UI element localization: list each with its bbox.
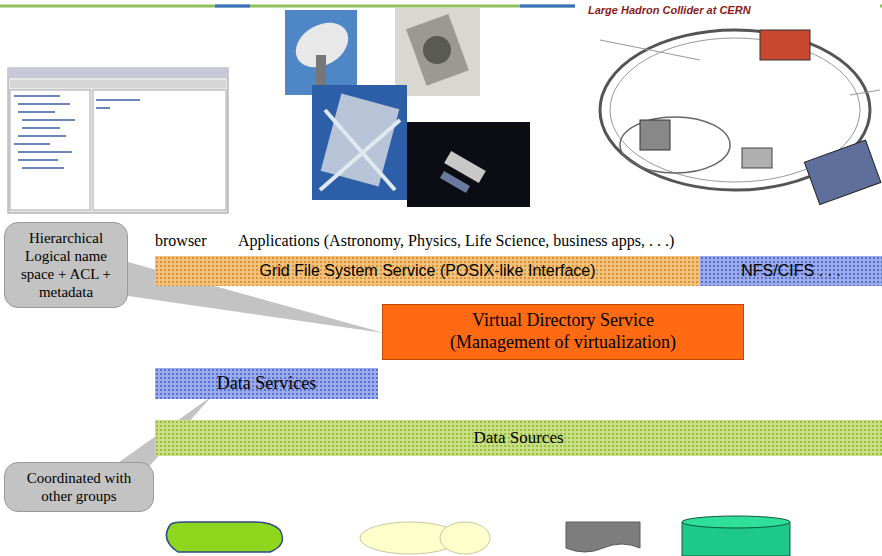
service-band: Grid File System Service (POSIX-like Int… xyxy=(155,256,700,286)
node-text: Virtual Directory Service xyxy=(472,310,654,332)
telescope-photo xyxy=(395,8,480,96)
callout-bubble: Coordinated with other groups xyxy=(4,462,154,512)
node-text: NFS/CIFS . . . xyxy=(741,262,841,280)
top-rule-accent xyxy=(520,5,575,8)
callout-bubble: Hierarchical Logical name space + ACL + … xyxy=(4,222,128,308)
caption-label: Applications (Astronomy, Physics, Life S… xyxy=(238,232,674,250)
data-band: Data Sources xyxy=(155,420,882,456)
node-text: Grid File System Service (POSIX-like Int… xyxy=(259,262,595,280)
top-rule xyxy=(0,5,575,8)
data-source-symbols xyxy=(166,516,790,556)
observatory-photo xyxy=(312,85,407,200)
radio-dish-photo xyxy=(285,10,357,95)
node-text: (Management of virtualization) xyxy=(450,332,676,354)
node-text: Data Sources xyxy=(473,428,563,448)
image-title: Large Hadron Collider at CERN xyxy=(588,4,751,16)
service-box: Data Services xyxy=(155,368,378,399)
browser-screenshot xyxy=(8,68,228,213)
space-telescope-photo xyxy=(407,122,530,207)
node-text: Data Services xyxy=(217,373,316,394)
process-box: Virtual Directory Service(Management of … xyxy=(382,304,744,360)
service-band: NFS/CIFS . . . xyxy=(700,256,882,286)
node-text: Hierarchical Logical name space + ACL + … xyxy=(11,229,121,301)
lhc-diagram xyxy=(580,0,881,205)
top-rule-accent xyxy=(215,5,250,8)
node-text: Coordinated with other groups xyxy=(11,469,147,505)
caption-label: browser xyxy=(155,232,207,250)
